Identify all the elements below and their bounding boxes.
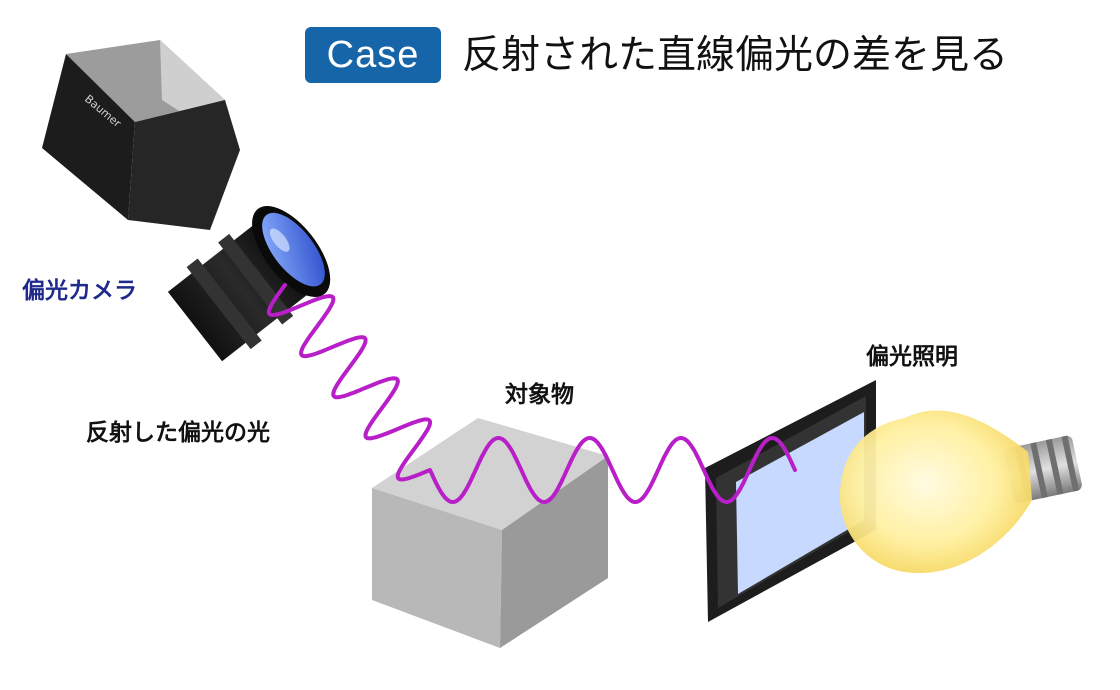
camera-label: 偏光カメラ [22, 278, 137, 304]
light-bulb-icon [839, 410, 1082, 574]
polarizer-filter-icon [705, 380, 876, 622]
reflected-light-label: 反射した偏光の光 [86, 420, 270, 446]
camera-icon: Baumer [42, 40, 331, 362]
object-label: 対象物 [505, 382, 574, 408]
wave-icon [266, 283, 797, 504]
page-title: 反射された直線偏光の差を見る [462, 33, 1009, 78]
light-label: 偏光照明 [866, 344, 958, 370]
case-badge: Case [305, 27, 441, 83]
cube-icon [372, 418, 608, 648]
